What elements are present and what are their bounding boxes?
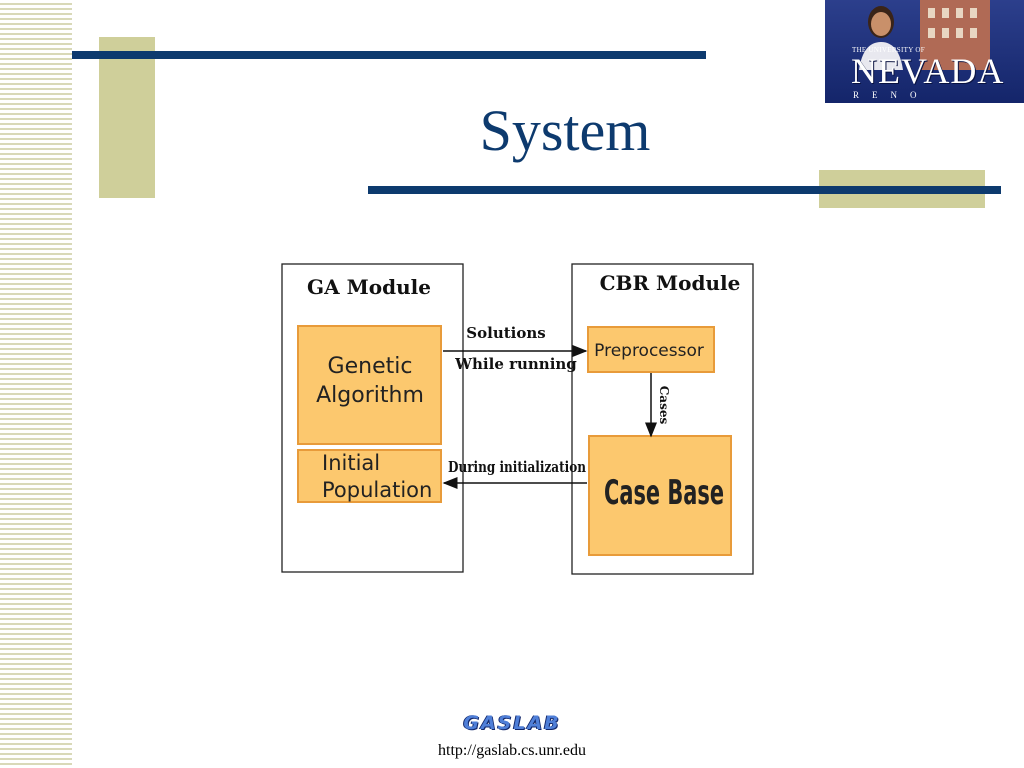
initial-population-box xyxy=(297,449,442,503)
initial-population-label-line1: Initial xyxy=(322,451,380,475)
preprocessor-label: Preprocessor xyxy=(594,341,704,361)
preprocessor-box xyxy=(587,326,715,373)
accent-block-top xyxy=(99,37,155,198)
page-title: System xyxy=(479,98,651,163)
university-logo: THE UNIVERSITY OF NEVADA RENO xyxy=(825,0,1024,103)
genetic-algorithm-label-line2: Algorithm xyxy=(316,383,424,408)
initial-population-label-line2: Population xyxy=(322,478,432,502)
genetic-algorithm-box xyxy=(297,325,442,445)
solutions-label: Solutions xyxy=(466,324,545,342)
title-rule-top xyxy=(72,51,706,59)
building-image xyxy=(920,0,990,70)
title-rule-bottom xyxy=(368,186,1001,194)
cbr-module-title: CBR Module xyxy=(600,271,741,295)
logo-university-line: THE UNIVERSITY OF xyxy=(852,46,925,54)
while-running-label: While running xyxy=(454,355,577,373)
logo-city: RENO xyxy=(853,90,930,100)
decorative-stripes xyxy=(0,0,72,768)
logo-name: NEVADA xyxy=(851,51,1005,91)
footer-url: http://gaslab.cs.unr.edu xyxy=(438,742,586,759)
cases-label: Cases xyxy=(657,386,671,425)
during-initialization-label: During initialization xyxy=(448,458,586,476)
gaslab-logo: GASLAB xyxy=(463,712,561,734)
case-base-box xyxy=(588,435,732,556)
ga-module-title: GA Module xyxy=(307,275,431,299)
genetic-algorithm-label-line1: Genetic xyxy=(328,354,413,379)
case-base-label: Case Base xyxy=(604,473,724,513)
person-photo xyxy=(859,6,903,70)
